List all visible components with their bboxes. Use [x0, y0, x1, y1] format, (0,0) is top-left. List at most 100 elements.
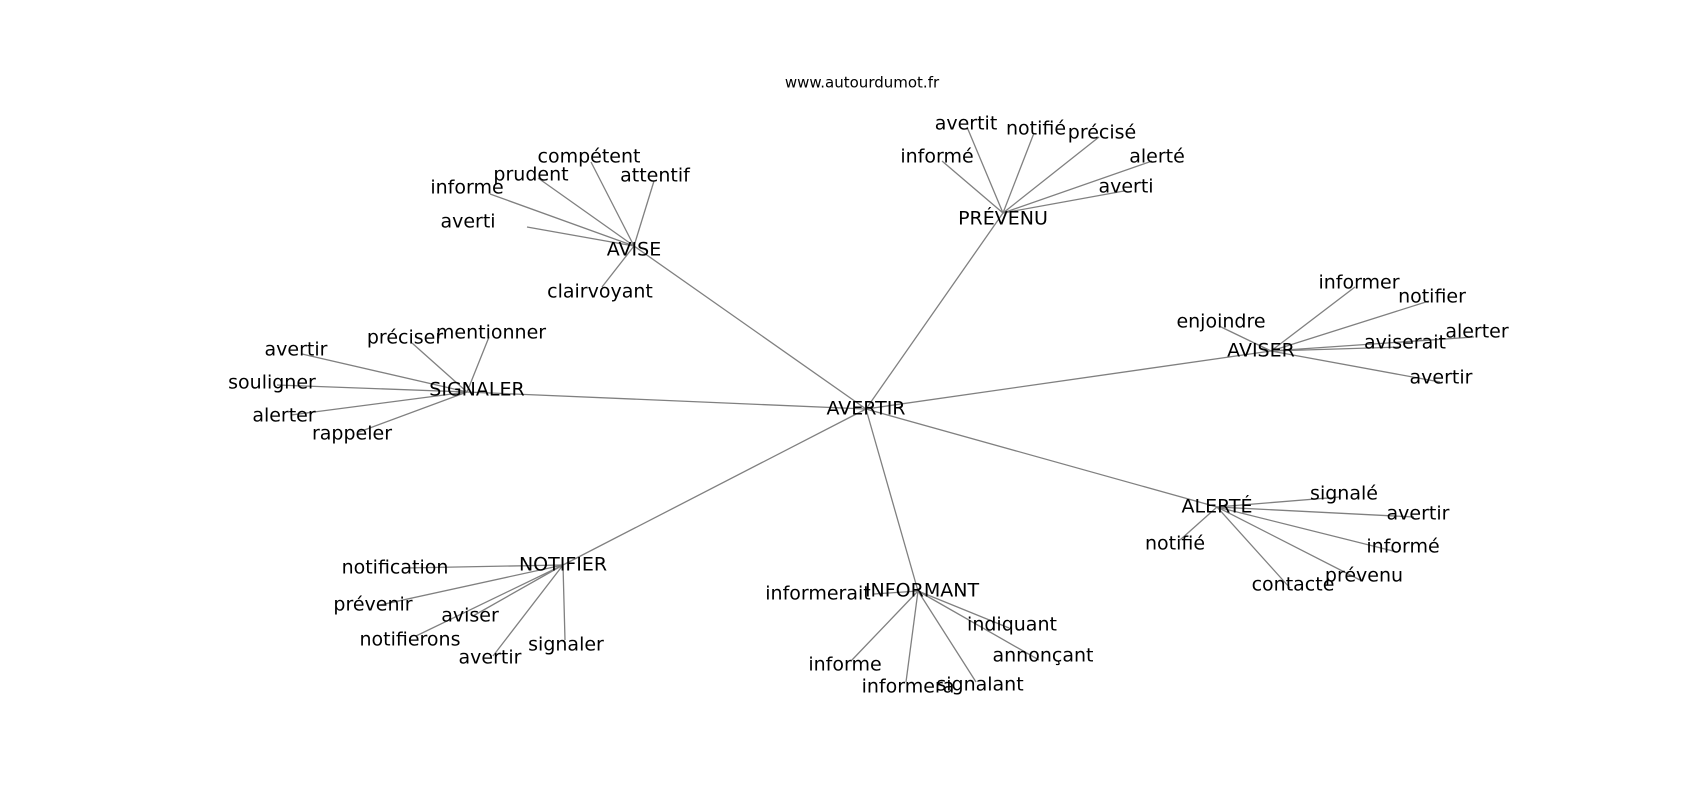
- cluster-node-label[interactable]: NOTIFIER: [519, 554, 607, 576]
- edge-cluster-to-leaf: [851, 590, 919, 661]
- edge-cluster-to-leaf: [917, 590, 1040, 661]
- edge-cluster-to-leaf: [1270, 300, 1430, 352]
- edge-cluster-to-leaf: [941, 160, 1004, 214]
- edge-cluster-to-leaf: [633, 180, 655, 247]
- leaf-node-label[interactable]: avertir: [265, 339, 328, 361]
- leaf-node-label[interactable]: avertir: [1410, 367, 1473, 389]
- cluster-node-label[interactable]: PRÉVENU: [958, 207, 1048, 230]
- edge-center-to-cluster: [865, 408, 1218, 508]
- cluster-node-label[interactable]: ALERTÉ: [1181, 495, 1252, 518]
- cluster-node-label[interactable]: AVISE: [607, 239, 661, 261]
- leaf-node-label[interactable]: souligner: [228, 372, 316, 394]
- leaf-node-label[interactable]: informera: [862, 676, 955, 698]
- edge-cluster-to-leaf: [489, 193, 635, 247]
- edge-cluster-to-leaf: [1270, 350, 1441, 383]
- edge-cluster-to-leaf: [1216, 506, 1361, 581]
- leaf-node-label[interactable]: contacte: [1252, 574, 1335, 596]
- leaf-node-label[interactable]: précisé: [1068, 122, 1136, 144]
- edge-cluster-to-leaf: [301, 353, 468, 393]
- edge-cluster-to-leaf: [290, 391, 468, 416]
- edge-cluster-to-leaf: [358, 391, 468, 433]
- edge-cluster-to-leaf: [966, 126, 1004, 214]
- leaf-node-label[interactable]: avertir: [459, 647, 522, 669]
- edge-cluster-to-leaf: [415, 564, 564, 637]
- leaf-node-label[interactable]: informé: [900, 146, 973, 168]
- leaf-node-label[interactable]: notification: [342, 557, 449, 579]
- edge-cluster-to-leaf: [492, 564, 564, 657]
- edge-cluster-to-leaf: [472, 564, 564, 617]
- edge-cluster-to-leaf: [1216, 506, 1398, 553]
- leaf-node-label[interactable]: rappeler: [312, 423, 392, 445]
- edge-cluster-to-leaf: [411, 342, 468, 393]
- center-node-label[interactable]: AVERTIR: [826, 398, 905, 420]
- leaf-node-label[interactable]: signaler: [528, 634, 604, 656]
- edge-cluster-to-leaf: [1270, 346, 1402, 352]
- leaf-node-label[interactable]: aviser: [441, 605, 499, 627]
- leaf-node-label[interactable]: annonçant: [993, 645, 1094, 667]
- leaf-node-label[interactable]: alerter: [252, 405, 316, 427]
- leaf-node-label[interactable]: prévenir: [333, 594, 412, 616]
- leaf-node-label[interactable]: signalant: [936, 674, 1023, 696]
- edge-cluster-to-leaf: [1218, 325, 1272, 352]
- edge-cluster-to-leaf: [873, 590, 919, 595]
- edge-cluster-to-leaf: [562, 564, 566, 641]
- leaf-node-label[interactable]: avertir: [1387, 503, 1450, 525]
- edge-cluster-to-leaf: [917, 590, 1010, 629]
- cluster-node-label[interactable]: SIGNALER: [429, 379, 524, 401]
- edge-cluster-to-leaf: [1216, 506, 1291, 589]
- edge-layer: [276, 126, 1475, 683]
- edge-center-to-cluster: [466, 391, 867, 410]
- edge-center-to-cluster: [865, 212, 1004, 410]
- leaf-node-label[interactable]: informe: [808, 654, 881, 676]
- leaf-node-label[interactable]: clairvoyant: [547, 281, 653, 303]
- leaf-node-label[interactable]: informerait: [765, 583, 871, 605]
- edge-cluster-to-leaf: [590, 161, 635, 247]
- edge-center-to-cluster: [562, 408, 867, 566]
- edge-cluster-to-leaf: [1179, 506, 1218, 541]
- leaf-node-label[interactable]: alerté: [1129, 146, 1185, 168]
- watermark: www.autourdumot.fr: [785, 74, 940, 92]
- edge-center-to-cluster: [865, 408, 919, 592]
- leaf-node-label[interactable]: averti: [440, 211, 495, 233]
- leaf-node-label[interactable]: notifierons: [359, 629, 460, 651]
- leaf-node-label[interactable]: averti: [1098, 176, 1153, 198]
- edge-center-to-cluster: [633, 245, 867, 410]
- leaf-node-label[interactable]: notifier: [1398, 286, 1466, 308]
- edge-cluster-to-leaf: [404, 564, 564, 569]
- leaf-node-label[interactable]: informer: [1318, 272, 1399, 294]
- cluster-node-label[interactable]: INFORMANT: [865, 580, 980, 602]
- edge-cluster-to-leaf: [526, 226, 635, 247]
- edge-center-to-cluster: [865, 350, 1272, 410]
- label-layer: AVERTIRAVISEavertiinformeprudentcompéten…: [228, 113, 1509, 698]
- leaf-node-label[interactable]: prudent: [493, 164, 568, 186]
- edge-cluster-to-leaf: [276, 384, 468, 393]
- edge-cluster-to-leaf: [1216, 506, 1415, 518]
- leaf-node-label[interactable]: préciser: [367, 327, 443, 349]
- edge-cluster-to-leaf: [1002, 190, 1125, 214]
- edge-cluster-to-leaf: [1216, 496, 1341, 508]
- leaf-node-label[interactable]: enjoindre: [1176, 311, 1265, 333]
- leaf-node-label[interactable]: mentionner: [436, 322, 546, 344]
- cluster-node-label[interactable]: AVISER: [1227, 340, 1295, 362]
- leaf-node-label[interactable]: informé: [1366, 536, 1439, 558]
- leaf-node-label[interactable]: signalé: [1310, 483, 1378, 505]
- leaf-node-label[interactable]: indiquant: [967, 614, 1057, 636]
- leaf-node-label[interactable]: informe: [430, 177, 503, 199]
- edge-cluster-to-leaf: [905, 590, 919, 683]
- edge-cluster-to-leaf: [466, 336, 490, 393]
- edge-cluster-to-leaf: [917, 590, 977, 683]
- edge-cluster-to-leaf: [1002, 132, 1035, 214]
- edge-cluster-to-leaf: [1002, 160, 1153, 214]
- leaf-node-label[interactable]: notifié: [1145, 533, 1205, 555]
- leaf-node-label[interactable]: attentif: [620, 165, 691, 187]
- leaf-node-label[interactable]: notifié: [1006, 118, 1066, 140]
- edge-cluster-to-leaf: [1270, 286, 1356, 352]
- edge-cluster-to-leaf: [601, 245, 635, 288]
- leaf-node-label[interactable]: compétent: [538, 146, 641, 168]
- leaf-node-label[interactable]: prévenu: [1325, 565, 1403, 587]
- leaf-node-label[interactable]: alerter: [1445, 321, 1509, 343]
- leaf-node-label[interactable]: avertit: [935, 113, 998, 135]
- edge-cluster-to-leaf: [379, 564, 564, 606]
- leaf-node-label[interactable]: aviserait: [1364, 332, 1446, 354]
